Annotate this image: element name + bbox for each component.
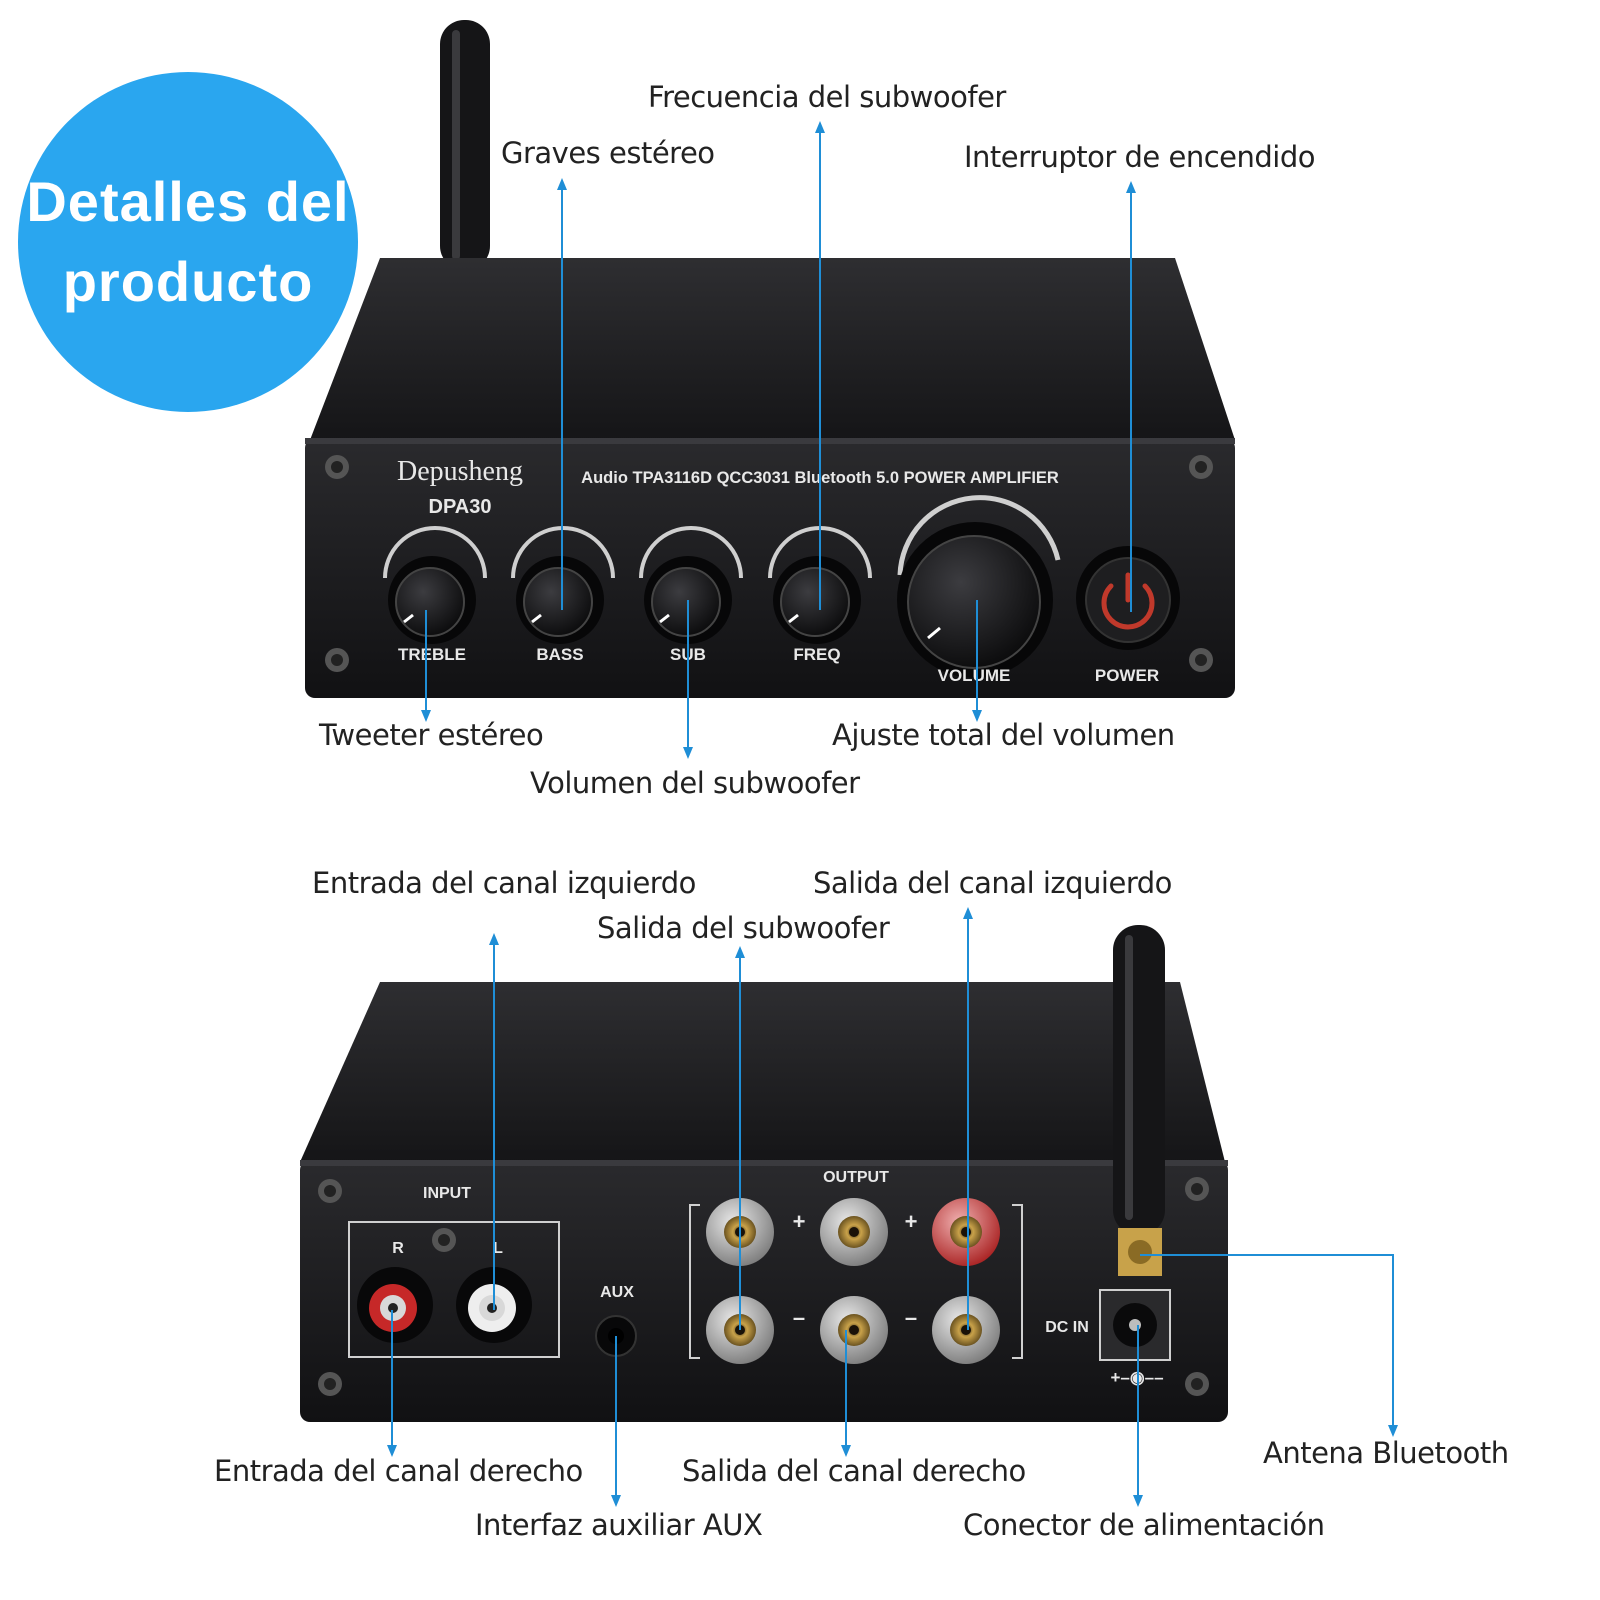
callout-volumen-subwoofer: Volumen del subwoofer — [530, 766, 860, 800]
output-label: OUTPUT — [823, 1169, 889, 1186]
freq-label: FREQ — [793, 645, 840, 664]
dc-in-jack[interactable] — [1099, 1289, 1171, 1361]
callout-salida-derecho: Salida del canal derecho — [682, 1454, 1026, 1488]
input-frame — [348, 1221, 560, 1358]
badge-line-1: Detalles del — [26, 170, 350, 233]
callout-salida-subwoofer: Salida del subwoofer — [597, 911, 890, 945]
aux-label: AUX — [600, 1284, 634, 1301]
callout-entrada-izquierdo: Entrada del canal izquierdo — [312, 866, 696, 900]
callout-tweeter-estereo: Tweeter estéreo — [319, 718, 544, 752]
callout-entrada-derecho: Entrada del canal derecho — [214, 1454, 583, 1488]
power-label: POWER — [1095, 666, 1159, 685]
bass-knob[interactable] — [511, 526, 615, 644]
output-bracket-left — [689, 1204, 700, 1359]
treble-knob[interactable] — [383, 526, 487, 644]
input-label: INPUT — [423, 1185, 471, 1202]
brand-label: Depusheng — [397, 456, 523, 487]
r-label: R — [392, 1240, 404, 1257]
rear-panel-screws — [318, 1177, 1209, 1396]
output-bracket-right — [1012, 1204, 1023, 1359]
rear-antenna — [1113, 925, 1165, 1276]
leader-lines — [387, 121, 1398, 1507]
callout-frecuencia-subwoofer: Frecuencia del subwoofer — [648, 80, 1006, 114]
dc-in-label: DC IN — [1045, 1319, 1089, 1336]
right-output-plus-terminal[interactable] — [932, 1198, 1000, 1266]
callout-interfaz-aux: Interfaz auxiliar AUX — [475, 1508, 763, 1542]
minus-sign-1: – — [793, 1305, 805, 1330]
callout-salida-izquierdo: Salida del canal izquierdo — [813, 866, 1172, 900]
callout-conector-alimentacion: Conector de alimentación — [963, 1508, 1325, 1542]
model-label: DPA30 — [429, 496, 492, 518]
callout-graves-estereo: Graves estéreo — [501, 136, 715, 170]
rca-right-input-jack[interactable] — [357, 1267, 433, 1343]
bass-label: BASS — [536, 645, 583, 664]
callout-interruptor-encendido: Interruptor de encendido — [964, 140, 1316, 174]
l-label: L — [493, 1240, 503, 1257]
volume-knob[interactable] — [897, 495, 1061, 678]
front-panel-screws — [325, 455, 1213, 672]
plus-sign-1: + — [793, 1209, 806, 1234]
power-button[interactable] — [1076, 546, 1180, 650]
badge-line-2: producto — [62, 250, 314, 313]
callout-antena-bluetooth: Antena Bluetooth — [1263, 1436, 1509, 1470]
volume-label: VOLUME — [938, 666, 1011, 685]
right-output-minus-terminal[interactable] — [932, 1296, 1000, 1364]
front-antenna — [440, 20, 490, 270]
freq-knob[interactable] — [768, 526, 872, 644]
minus-sign-2: – — [905, 1305, 917, 1330]
plus-sign-2: + — [905, 1209, 918, 1234]
callout-ajuste-volumen: Ajuste total del volumen — [832, 718, 1175, 752]
treble-label: TREBLE — [398, 645, 466, 664]
product-details-badge: Detalles del producto — [18, 72, 358, 412]
left-output-minus-terminal[interactable] — [820, 1296, 888, 1364]
left-output-plus-terminal[interactable] — [820, 1198, 888, 1266]
